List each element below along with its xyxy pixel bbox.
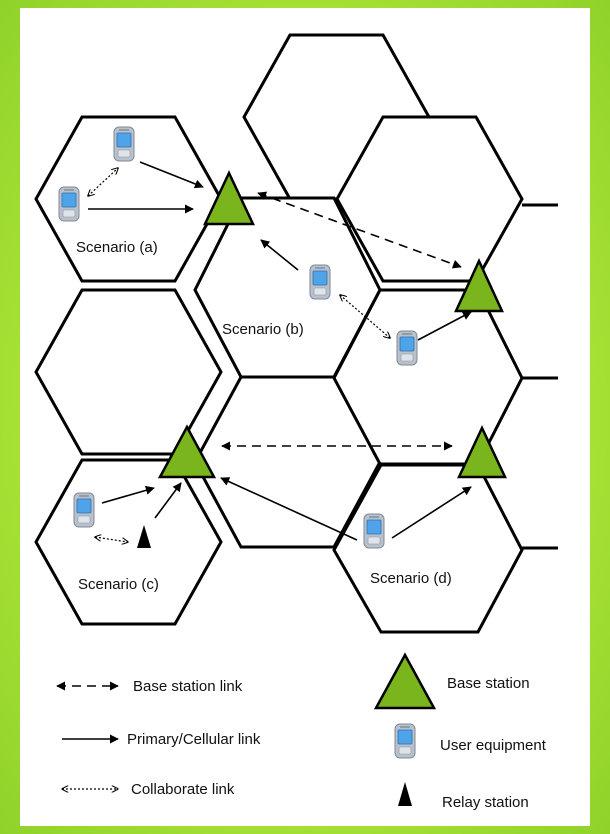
scenario-b-label: Scenario (b) <box>222 321 304 338</box>
legend: Base station link Primary/Cellular link … <box>56 652 547 811</box>
scenario-c-label: Scenario (c) <box>78 576 159 593</box>
user-equipment-icon <box>113 126 135 162</box>
primary-link-arrow <box>154 482 182 519</box>
collaborate-link-arrow <box>88 168 118 196</box>
user-equipment-icon <box>363 513 385 549</box>
hex-cell <box>34 115 223 283</box>
legend-base-station-icon <box>373 652 437 710</box>
hex-cell <box>34 288 223 456</box>
primary-link-arrow <box>260 239 299 271</box>
collaborate-link-arrow <box>340 295 390 338</box>
diagram-canvas: Scenario (a) Scenario (b) Scenario (c) S… <box>20 8 590 826</box>
primary-link-arrow <box>220 477 358 541</box>
network-diagram: Scenario (a) Scenario (b) Scenario (c) S… <box>34 33 558 811</box>
legend-collaborate-link: Collaborate link <box>131 781 235 798</box>
user-equipment-icon <box>58 186 80 222</box>
legend-relay-station-icon <box>398 782 412 806</box>
base-station-icon <box>457 425 507 479</box>
user-equipment-icon <box>396 330 418 366</box>
legend-base-station: Base station <box>447 675 530 692</box>
user-equipment-icon <box>73 492 95 528</box>
legend-primary-link: Primary/Cellular link <box>127 731 261 748</box>
legend-base-station-link: Base station link <box>133 678 243 695</box>
primary-link-arrow <box>391 486 472 539</box>
base-station-icon <box>454 258 504 313</box>
legend-user-equipment-icon <box>394 723 416 759</box>
links <box>88 161 472 542</box>
hex-cell <box>34 458 223 626</box>
base-station-icon <box>157 424 217 479</box>
primary-link-arrow <box>139 161 204 189</box>
base-stations <box>157 170 507 479</box>
scenario-d-label: Scenario (d) <box>370 570 452 587</box>
relay-station-icon <box>137 525 151 548</box>
primary-link-arrow <box>417 311 472 341</box>
legend-relay-station: Relay station <box>442 794 529 811</box>
legend-user-equipment: User equipment <box>440 737 547 754</box>
base-station-icon <box>203 170 255 226</box>
base-station-link-arrow <box>257 191 462 269</box>
user-equipment-icon <box>309 264 331 300</box>
scenario-a-label: Scenario (a) <box>76 239 158 256</box>
primary-link-arrow <box>101 485 155 504</box>
collaborate-link-arrow <box>95 537 128 542</box>
